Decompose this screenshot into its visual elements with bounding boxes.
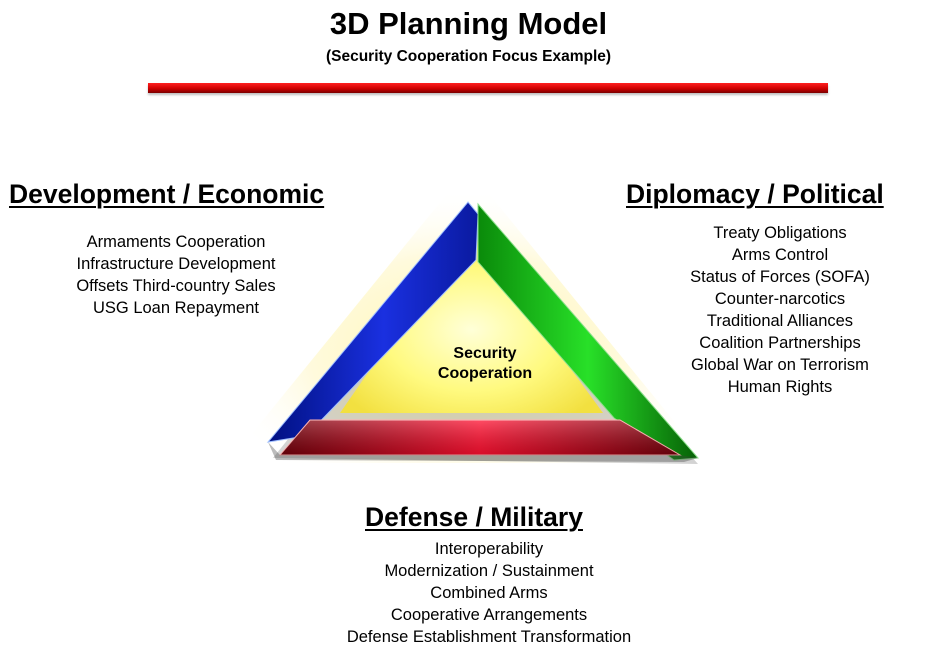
diplomacy-item: Treaty Obligations: [713, 224, 847, 242]
diplomacy-heading: Diplomacy / Political: [626, 179, 884, 209]
development-heading: Development / Economic: [9, 179, 325, 209]
page-title: 3D Planning Model: [329, 6, 608, 41]
defense-item: Modernization / Sustainment: [384, 562, 594, 580]
center-label: Security Cooperation: [400, 344, 570, 384]
diplomacy-item: Traditional Alliances: [706, 312, 854, 330]
development-item: USG Loan Repayment: [92, 299, 259, 317]
diplomacy-item: Status of Forces (SOFA): [690, 268, 870, 286]
diplomacy-item: Arms Control: [731, 246, 829, 264]
base-edge: [268, 442, 698, 462]
development-side: [266, 201, 479, 443]
planning-triangle: [228, 168, 708, 464]
title-divider: [148, 83, 828, 93]
center-label-line1: Security: [453, 345, 517, 362]
defense-item: Combined Arms: [430, 584, 548, 602]
defense-heading: Defense / Military: [365, 502, 583, 532]
diplomacy-item: Coalition Partnerships: [699, 334, 861, 352]
center-field: [340, 228, 603, 413]
page-subtitle: (Security Cooperation Focus Example): [325, 48, 612, 65]
diplomacy-item: Global War on Terrorism: [691, 356, 869, 374]
center-label-line2: Cooperation: [437, 365, 533, 382]
development-item: Infrastructure Development: [76, 255, 276, 273]
defense-item: Interoperability: [434, 540, 544, 558]
development-item: Armaments Cooperation: [86, 233, 266, 251]
development-item: Offsets Third-country Sales: [76, 277, 276, 295]
defense-item: Defense Establishment Transformation: [346, 628, 632, 646]
diplomacy-side: [477, 202, 700, 461]
defense-item: Cooperative Arrangements: [390, 606, 588, 624]
diplomacy-item: Counter-narcotics: [714, 290, 846, 308]
diplomacy-item: Human Rights: [727, 378, 833, 396]
